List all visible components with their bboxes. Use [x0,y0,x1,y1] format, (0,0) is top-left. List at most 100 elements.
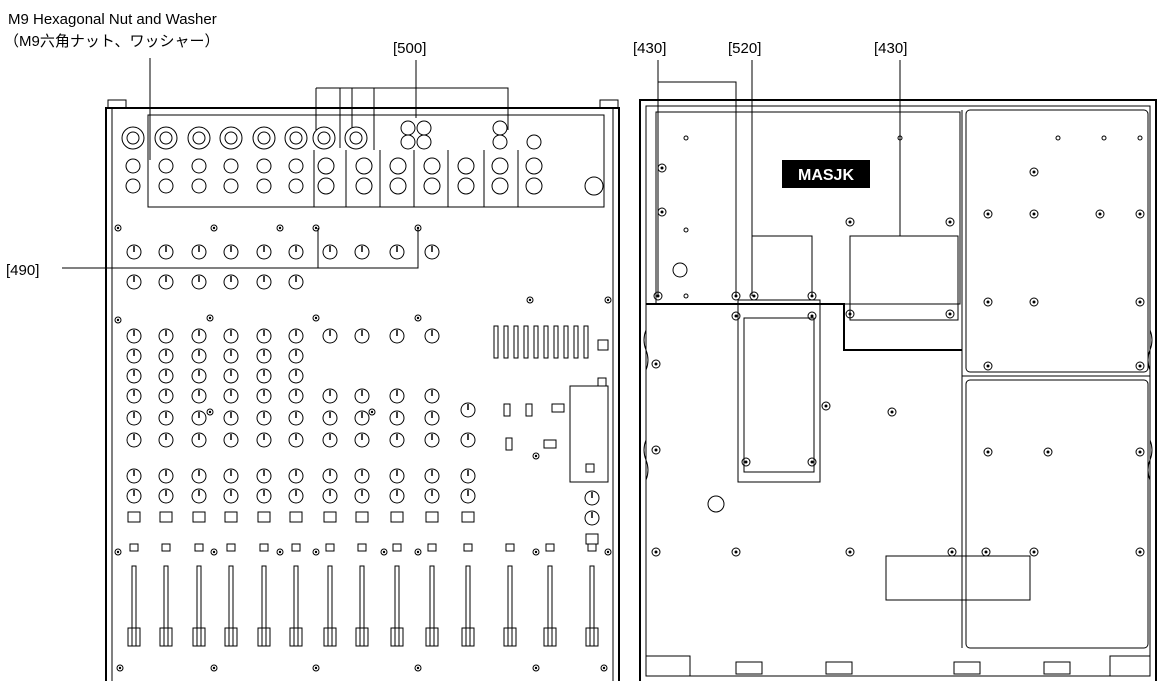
screw-center [848,220,852,224]
knob [126,368,142,384]
screw [983,447,993,457]
panel-screw-center [606,550,610,554]
indicator [597,377,607,387]
switch [543,439,557,449]
panel-screw [114,316,122,324]
xlr-connector [284,126,308,150]
knob [322,328,338,344]
button [357,543,367,552]
panel-screw [206,314,214,322]
knob [158,274,174,290]
knob [191,468,207,484]
screw-center [948,312,952,316]
screw [1135,297,1145,307]
knob [256,388,272,404]
screw-center [810,460,814,464]
panel-screw-center [382,550,386,554]
leader-lines-right [657,60,901,296]
xlr-connector [187,126,211,150]
small-hole [1101,135,1107,141]
panel-screw-center [416,316,420,320]
screw [947,547,957,557]
screw [731,311,741,321]
knob [288,244,304,260]
fader-cap [425,627,439,647]
screw [749,291,759,301]
knob [223,348,239,364]
screw-center [810,314,814,318]
panel-screw [368,408,376,416]
knob [389,468,405,484]
meter-bar [563,325,569,359]
panel-screw [532,452,540,460]
small-hole [683,227,689,233]
fader-slot [228,565,234,647]
knob [389,488,405,504]
knob [322,244,338,260]
fader-cap [390,627,404,647]
knob [223,368,239,384]
xlr-inner [224,131,238,145]
meter-bar [523,325,529,359]
knob [191,432,207,448]
panel-screw-center [534,454,538,458]
indicator [597,339,609,351]
screw-center [744,460,748,464]
panel-screw-center [528,298,532,302]
knob [158,432,174,448]
screw-center [824,404,828,408]
jack-socket [191,178,207,194]
button [392,543,402,552]
knob [354,432,370,448]
screw-center [752,294,756,298]
knob [389,432,405,448]
screw [731,547,741,557]
button [291,543,301,552]
screw [945,217,955,227]
screw-center [1138,450,1142,454]
rca-socket [400,120,416,136]
ref-label-520: [520] [728,40,761,57]
panel-screw-center [314,226,318,230]
panel-screw-center [416,550,420,554]
knob [126,328,142,344]
panel-screw [604,296,612,304]
knob [424,488,440,504]
xlr-connector [154,126,178,150]
screw-center [734,550,738,554]
button [194,543,204,552]
display-window [569,385,609,483]
button [325,543,335,552]
xlr-connector [312,126,336,150]
knob [288,432,304,448]
knob [424,410,440,426]
panel-screw [414,548,422,556]
knob [256,348,272,364]
small-hole [683,135,689,141]
jack-socket [223,178,239,194]
screw [1029,547,1039,557]
screw-center [1098,212,1102,216]
panel-screw-center [212,666,216,670]
indicator [585,463,595,473]
knob [126,388,142,404]
fader-slot [196,565,202,647]
jack-socket [389,157,407,175]
button [127,511,141,523]
screw-center [1032,170,1036,174]
screw [845,309,855,319]
screw-center [848,312,852,316]
screw-center [1138,364,1142,368]
jack-socket [158,158,174,174]
screw-center [948,220,952,224]
screw [1135,447,1145,457]
meter-bar [583,325,589,359]
jack-socket [491,157,509,175]
knob [288,410,304,426]
screw [651,547,661,557]
knob [126,432,142,448]
panel-screw [600,664,608,672]
panel-screw [414,224,422,232]
screw [1029,297,1039,307]
screw-center [1138,212,1142,216]
